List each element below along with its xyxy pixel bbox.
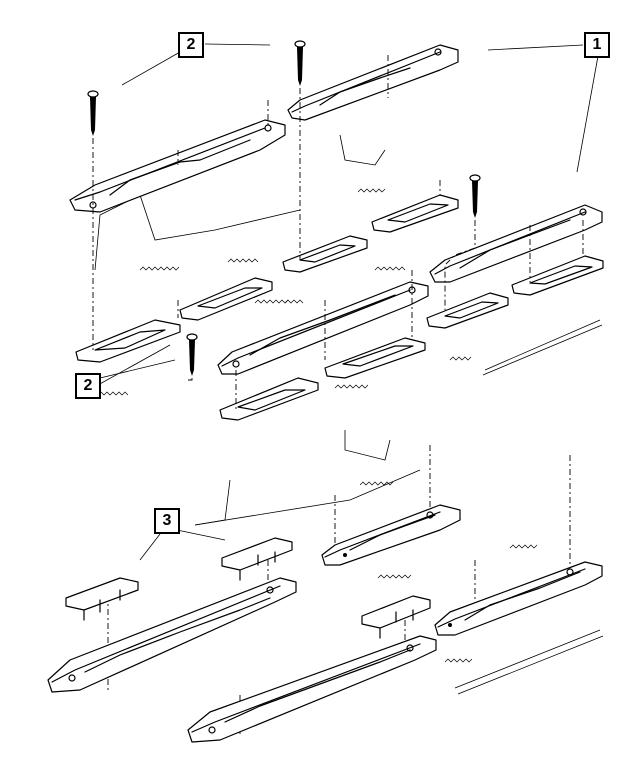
cover bbox=[65, 577, 139, 621]
retainer-pads bbox=[75, 194, 604, 421]
screw bbox=[87, 90, 99, 136]
callout-1: 1 bbox=[584, 32, 610, 58]
retainer-pad bbox=[371, 194, 459, 233]
step-plate-middle bbox=[217, 281, 429, 375]
callout-label: 1 bbox=[592, 36, 602, 53]
retainer-pad bbox=[179, 277, 273, 321]
step-plate-lower-right bbox=[434, 561, 603, 636]
screw bbox=[294, 40, 306, 86]
step-plate-lower-center bbox=[321, 504, 461, 566]
covers bbox=[65, 537, 431, 639]
callout-2-left: 2 bbox=[75, 373, 101, 399]
step-plate-upper-left bbox=[69, 119, 286, 213]
screw bbox=[186, 333, 198, 376]
screws bbox=[87, 40, 481, 376]
step-plate-upper-right bbox=[429, 204, 603, 283]
retainer-pad bbox=[426, 292, 509, 329]
retainer-pad bbox=[511, 255, 604, 296]
callout-label: 2 bbox=[83, 377, 93, 394]
retainer-pad bbox=[75, 319, 181, 363]
leader-lines bbox=[99, 43, 599, 561]
retainer-pad bbox=[324, 337, 426, 379]
screw bbox=[469, 174, 481, 218]
step-plate-lower-left bbox=[47, 577, 297, 693]
step-plate-upper-center bbox=[287, 44, 459, 121]
cover bbox=[361, 595, 431, 639]
vehicle-body-outline bbox=[79, 134, 604, 695]
retainer-pad bbox=[282, 235, 368, 273]
callout-3: 3 bbox=[154, 508, 180, 534]
callout-label: 3 bbox=[162, 512, 172, 529]
callout-label: 2 bbox=[186, 36, 196, 53]
step-plate-lower-middle bbox=[187, 635, 437, 743]
retainer-pad bbox=[219, 377, 319, 421]
marking-glyphs bbox=[97, 188, 538, 663]
callout-2-top: 2 bbox=[178, 32, 204, 58]
cover bbox=[221, 537, 293, 581]
